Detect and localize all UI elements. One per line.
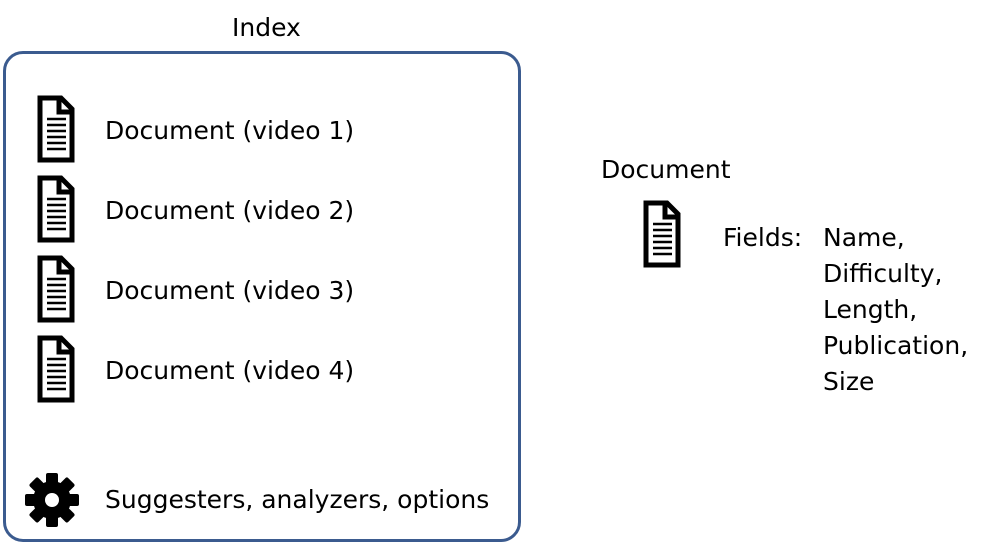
field-item: Difficulty, bbox=[823, 259, 943, 288]
field-item: Publication, bbox=[823, 331, 969, 360]
document-icon bbox=[37, 95, 75, 163]
fields-list: Name, Difficulty, Length, Publication, S… bbox=[823, 220, 968, 400]
fields-label: Fields: bbox=[723, 223, 803, 252]
field-item: Name, bbox=[823, 223, 905, 252]
field-item: Length, bbox=[823, 295, 918, 324]
index-document-1: Document (video 1) bbox=[105, 116, 355, 145]
index-document-4: Document (video 4) bbox=[105, 356, 355, 385]
index-document-2: Document (video 2) bbox=[105, 196, 355, 225]
document-title: Document bbox=[601, 155, 731, 184]
document-icon bbox=[37, 255, 75, 323]
field-item: Size bbox=[823, 367, 875, 396]
index-document-3: Document (video 3) bbox=[105, 276, 355, 305]
document-icon bbox=[37, 175, 75, 243]
index-title: Index bbox=[232, 13, 301, 42]
gear-icon bbox=[25, 473, 79, 527]
index-settings-label: Suggesters, analyzers, options bbox=[105, 485, 490, 514]
document-icon bbox=[37, 335, 75, 403]
index-container bbox=[3, 51, 521, 542]
document-icon bbox=[643, 200, 681, 268]
